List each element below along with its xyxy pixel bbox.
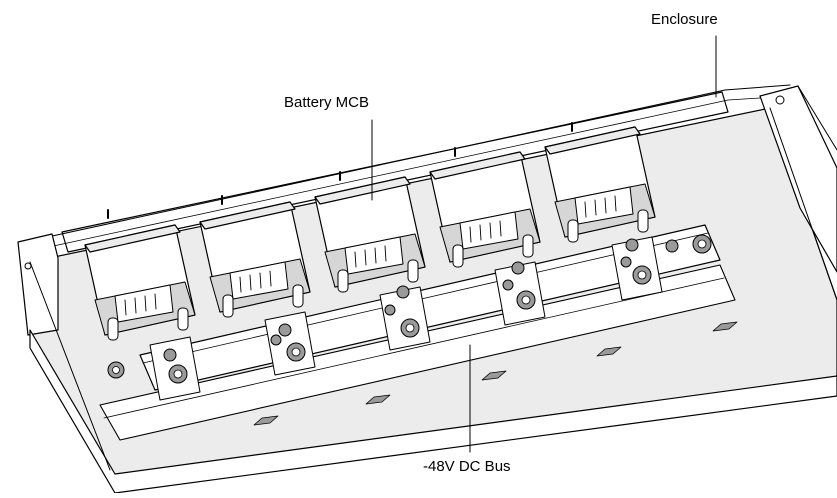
mcb-2-top	[199, 201, 296, 230]
mcb-1-lug-left	[107, 317, 119, 341]
left-side-wall	[29, 261, 111, 471]
mcb-4-top	[429, 151, 526, 180]
mcb-3-top	[314, 176, 411, 205]
enclosure-rear-flange-inner	[34, 97, 761, 251]
bolt-5a	[625, 238, 639, 252]
rail-edge	[103, 277, 725, 419]
mcb-3-lug-left	[337, 269, 349, 293]
mcb-2-lug-left	[222, 294, 234, 318]
mcb-3-handle-teeth	[354, 245, 387, 268]
mcb-1-handle-teeth	[124, 293, 157, 316]
mcb-1-handle-guard	[114, 284, 174, 323]
right-side-wall	[769, 107, 837, 301]
mcb-2-handle-teeth	[239, 270, 272, 293]
mcb-5-handle-guard	[574, 186, 634, 225]
bolt-1a	[163, 348, 177, 362]
right-mount-hole	[775, 95, 785, 105]
bus-link-2	[264, 311, 316, 376]
mcb-4-lug-left	[452, 244, 464, 268]
bolt-2b-nut	[291, 347, 301, 357]
bus-link-1	[107, 336, 201, 401]
enclosure-label: Enclosure	[651, 11, 718, 28]
bus-link-3	[379, 285, 431, 351]
battery-mcb-3	[314, 176, 426, 293]
mcb-3-handle-guard	[344, 236, 404, 275]
leader-lines	[371, 35, 717, 453]
bolt-3a	[396, 285, 410, 299]
bolt-2a	[278, 323, 292, 337]
bolt-3b-nut	[405, 323, 415, 333]
battery-mcb-2	[199, 201, 311, 318]
mcb-5-lug-left	[567, 219, 579, 243]
bolt-5e-nut	[697, 239, 707, 249]
floor-slot-4	[596, 346, 622, 357]
floor-slots	[253, 321, 738, 426]
battery-mcb-label: Battery MCB	[284, 94, 370, 111]
bolt-3c	[384, 304, 396, 316]
right-bracket-edge	[797, 85, 837, 151]
battery-mcb-group	[84, 126, 656, 341]
mcb-1-lug-right	[177, 307, 189, 331]
battery-mcb-1	[84, 224, 196, 341]
mcb-5-handle-teeth	[584, 195, 617, 218]
floor-slot-5	[712, 321, 738, 332]
enclosure-front-lip	[29, 329, 837, 494]
battery-mcb-4	[429, 151, 541, 268]
bolt-5d	[665, 239, 679, 253]
mcb-5-lug-right	[637, 209, 649, 233]
rear-wall-studs	[107, 122, 573, 219]
bus-link-5	[611, 234, 712, 301]
bolt-1b-nut	[173, 369, 183, 379]
left-mount-hole	[24, 262, 32, 270]
mcb-4-lug-right	[522, 234, 534, 258]
bolt-5c	[620, 256, 632, 268]
bus-links	[107, 234, 712, 401]
mcb-4-handle-guard	[459, 211, 519, 250]
bolt-4a	[511, 261, 525, 275]
floor-slot-1	[253, 415, 279, 426]
bus-link-2-plate	[264, 311, 316, 376]
bolt-4c	[502, 279, 514, 291]
floor-slot-2	[365, 394, 391, 405]
mcb-5-top	[544, 126, 641, 155]
bus-link-4	[494, 261, 546, 326]
bolt-1c-nut	[112, 366, 120, 374]
mcb-3-lug-right	[407, 259, 419, 283]
mcb-4-handle-teeth	[469, 220, 502, 243]
enclosure-rear-flange	[19, 84, 791, 244]
mcb-2-lug-right	[292, 284, 304, 308]
mcb-2-handle-guard	[229, 261, 289, 300]
bolt-2c	[270, 334, 282, 346]
bolt-4b-nut	[521, 295, 531, 305]
mcb-1-top	[84, 224, 181, 253]
battery-mcb-5	[544, 126, 656, 243]
bolt-5b-nut	[637, 270, 647, 280]
dc-bus-label: -48V DC Bus	[423, 458, 511, 475]
right-end-bracket	[759, 85, 837, 273]
floor-slot-3	[481, 370, 507, 381]
